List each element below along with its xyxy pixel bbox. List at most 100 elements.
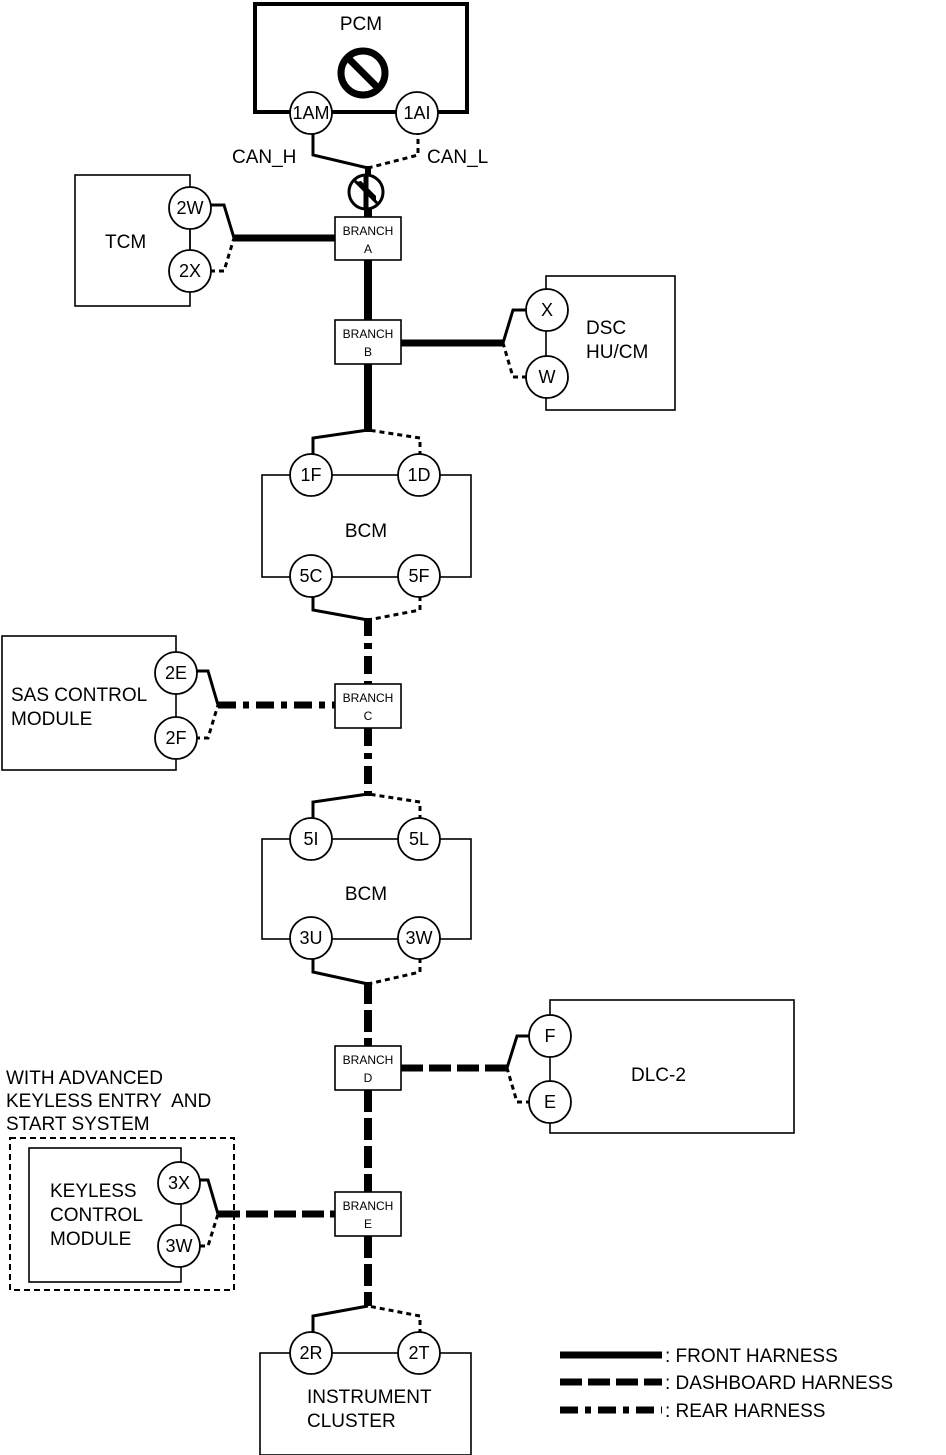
tcm-pin-2x [168, 249, 212, 293]
tcm-label: TCM [105, 232, 146, 253]
dsc-pin-x [525, 288, 569, 332]
tcm-pin-2x-label: 2X [179, 261, 201, 281]
dsc-can-l-wire [501, 342, 527, 379]
prohibited-split-icon [347, 173, 385, 211]
dsc-module [545, 275, 676, 411]
branch-b-title: BRANCH [343, 327, 394, 341]
branch-d-title: BRANCH [343, 1053, 394, 1067]
bcm2-pin-5l [397, 817, 441, 861]
pcm-can-h-wire [311, 130, 369, 170]
bcm2-pin-3w-label: 3W [406, 928, 433, 948]
cluster-label-1: INSTRUMENT [307, 1387, 432, 1408]
bcm2-in-h-wire [311, 792, 369, 820]
cluster-can-l-wire [367, 1304, 422, 1334]
sas-label-2: MODULE [11, 709, 92, 730]
pcm-pin-1am [289, 91, 333, 135]
tcm-can-h-wire [210, 203, 236, 239]
branch-a-title: BRANCH [343, 224, 394, 238]
cluster-label-2: CLUSTER [307, 1411, 396, 1432]
keyless-pin-3x-label: 3X [168, 1173, 190, 1193]
keyless-pin-3w-label: 3W [166, 1236, 193, 1256]
optional-group-frame [9, 1137, 235, 1291]
branch-b-letter: B [364, 345, 372, 359]
bcm1-pin-5c-label: 5C [299, 566, 322, 586]
pcm-pin-1ai-label: 1AI [403, 103, 430, 123]
bcm1-out-l-wire [367, 596, 422, 622]
prohibited-icon [337, 47, 389, 99]
dlc-label: DLC-2 [631, 1065, 686, 1086]
keyless-label-3: MODULE [50, 1229, 131, 1250]
bcm2-pin-5l-label: 5L [409, 829, 429, 849]
dlc-pin-e-label: E [544, 1092, 556, 1112]
optional-group-line-2: KEYLESS ENTRY AND [6, 1091, 211, 1112]
pcm-label: PCM [340, 14, 382, 35]
tcm-can-l-wire [210, 237, 236, 273]
keyless-label-2: CONTROL [50, 1205, 143, 1226]
dlc-pin-e [528, 1080, 572, 1124]
bcm1-pin-5f [397, 554, 441, 598]
legend-rear-label: : REAR HARNESS [665, 1401, 825, 1422]
dlc-can-h-wire [505, 1034, 531, 1069]
dsc-label-1: DSC [586, 318, 626, 339]
branch-d [334, 1045, 402, 1091]
bcm1-in-h-wire [311, 428, 369, 456]
bcm1-pin-1d-label: 1D [407, 465, 430, 485]
tcm-module [74, 174, 191, 307]
bcm1-pin-1d [397, 453, 441, 497]
keyless-module [28, 1147, 182, 1283]
branch-d-letter: D [364, 1071, 373, 1085]
keyless-label-1: KEYLESS [50, 1181, 137, 1202]
cluster-pin-2r [289, 1331, 333, 1375]
pcm-pin-1ai [395, 91, 439, 135]
cluster-pin-2r-label: 2R [299, 1343, 322, 1363]
dlc-pin-f-label: F [545, 1026, 556, 1046]
dsc-pin-x-label: X [541, 300, 553, 320]
cluster-pin-2t [397, 1331, 441, 1375]
sas-module [1, 635, 177, 771]
dsc-pin-w-label: W [539, 367, 556, 387]
legend-dashboard-label: : DASHBOARD HARNESS [665, 1373, 893, 1394]
pcm-pin-1am-label: 1AM [292, 103, 329, 123]
bcm2-out-l-wire [367, 958, 422, 986]
branch-c-letter: C [364, 709, 373, 723]
tcm-pin-2w-label: 2W [177, 198, 204, 218]
can-h-label: CAN_H [232, 147, 296, 168]
bcm1-pin-1f [289, 453, 333, 497]
sas-can-h-wire [195, 669, 220, 706]
sas-pin-2f [154, 716, 198, 760]
optional-group-line-1: WITH ADVANCED [6, 1068, 163, 1089]
sas-label-1: SAS CONTROL [11, 685, 147, 706]
keyless-can-h-wire [200, 1178, 220, 1215]
bcm2-pin-3w [397, 916, 441, 960]
dlc-pin-f [528, 1014, 572, 1058]
bcm1-pin-5f-label: 5F [408, 566, 429, 586]
bcm1-pin-5c [289, 554, 333, 598]
tcm-pin-2w [168, 186, 212, 230]
bcm-lower-label: BCM [345, 884, 387, 905]
sas-pin-2e-label: 2E [165, 663, 187, 683]
bcm2-in-l-wire [367, 792, 422, 820]
bcm2-out-h-wire [311, 958, 369, 986]
bcm2-pin-3u-label: 3U [299, 928, 322, 948]
branch-a [334, 216, 402, 261]
optional-group-line-3: START SYSTEM [6, 1114, 150, 1135]
dsc-label-2: HU/CM [586, 342, 648, 363]
branch-b [334, 319, 402, 365]
branch-c [334, 683, 402, 729]
bcm1-out-h-wire [311, 596, 369, 622]
sas-can-l-wire [195, 704, 220, 740]
dlc-module [549, 999, 795, 1134]
branch-c-title: BRANCH [343, 691, 394, 705]
sas-pin-2f-label: 2F [165, 728, 186, 748]
bcm1-in-l-wire [367, 428, 422, 456]
pcm-can-l-wire [367, 130, 420, 170]
branch-e-title: BRANCH [343, 1199, 394, 1213]
keyless-can-l-wire [200, 1213, 220, 1248]
branch-e [334, 1191, 402, 1237]
dsc-pin-w [525, 355, 569, 399]
bcm2-pin-3u [289, 916, 333, 960]
branch-a-letter: A [364, 242, 372, 256]
sas-pin-2e [154, 651, 198, 695]
bcm-upper-label: BCM [345, 521, 387, 542]
